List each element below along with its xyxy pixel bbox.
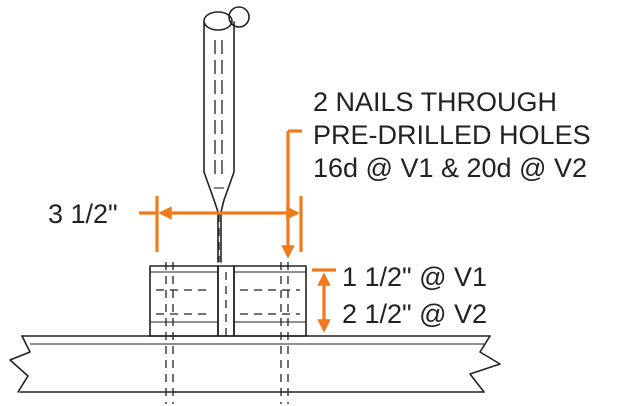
block-right	[233, 265, 307, 337]
note-line-3: 16d @ V1 & 20d @ V2	[313, 153, 587, 183]
note-line-2: PRE-DRILLED HOLES	[313, 120, 591, 150]
nail-note-leader	[281, 129, 302, 259]
beam-break-right	[469, 335, 501, 393]
width-dimension	[139, 196, 303, 252]
stake-top-cap	[203, 11, 233, 31]
nails	[165, 262, 289, 404]
stake	[203, 6, 250, 263]
block-assembly	[149, 265, 307, 337]
width-dimension-label: 3 1/2"	[48, 199, 118, 229]
depth-label-v1: 1 1/2" @ V1	[342, 262, 487, 292]
stake-top-knob	[228, 6, 250, 28]
beam	[9, 335, 501, 393]
beam-break-left	[9, 335, 31, 393]
depth-dimension	[312, 268, 336, 333]
note-line-1: 2 NAILS THROUGH	[313, 87, 557, 117]
depth-label-v2: 2 1/2" @ V2	[342, 299, 487, 329]
stake-shaft	[203, 21, 235, 201]
block-left	[149, 265, 219, 337]
